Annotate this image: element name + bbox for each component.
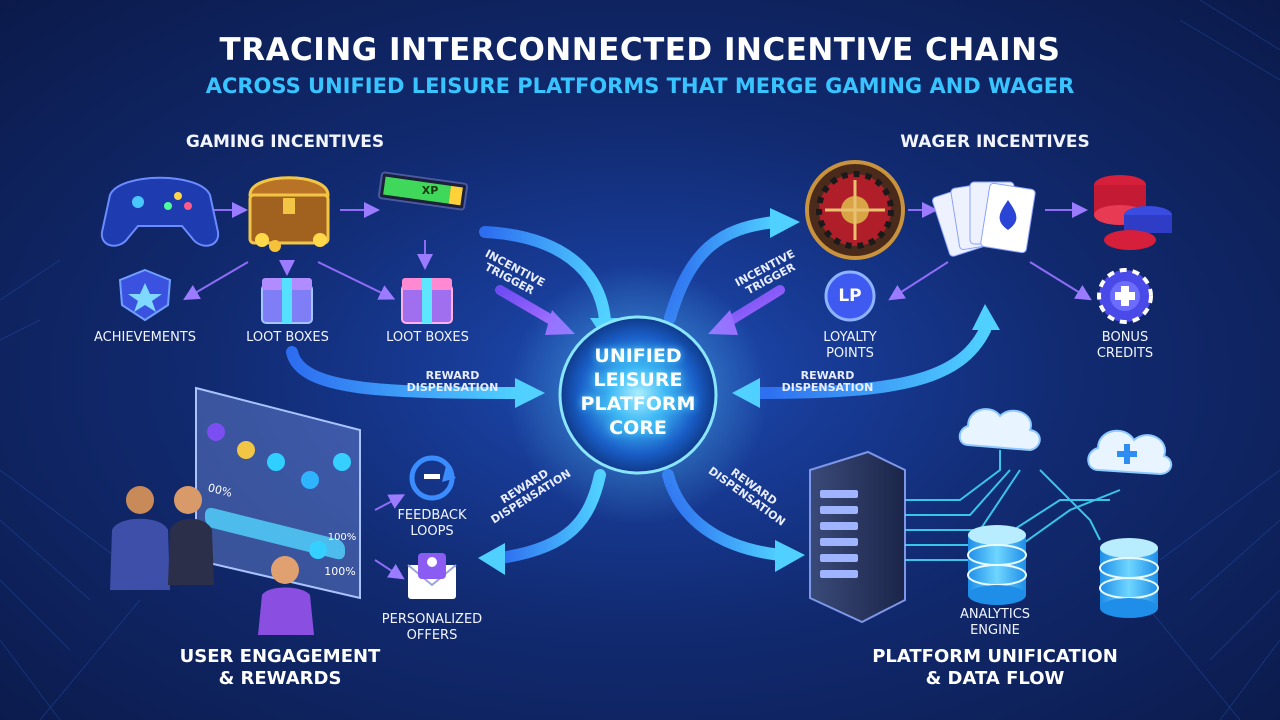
core-title: UNIFIED LEISURE PLATFORM CORE [568,344,708,440]
wager-incentives-heading: WAGER INCENTIVES [900,132,1090,152]
progress-label-2: 100% [327,532,357,543]
core-line-2: LEISURE [593,369,683,391]
engagement-heading-line-1: USER ENGAGEMENT [179,646,381,667]
database-left-icon [967,525,1027,605]
achievement-badge-icon [118,268,172,322]
personalized-offers-label: PERSONALIZED OFFERS [381,612,483,643]
engagement-dashboard-panel [195,386,361,600]
data-flow-lines [905,450,1121,561]
bonus-credits-label: BONUS CREDITS [1096,330,1154,361]
page-subtitle: ACROSS UNIFIED LEISURE PLATFORMS THAT ME… [205,74,1075,98]
treasure-chest-icon [248,176,330,252]
cloud-plus-icon [1087,429,1173,476]
loyalty-badge-text: LP [838,286,862,306]
cloud-icon-left [958,408,1041,452]
database-right-icon [1099,538,1159,618]
users-illustration [110,486,314,635]
circuit-grid-right [1149,0,1280,720]
engagement-heading: USER ENGAGEMENT & REWARDS [160,646,400,690]
circuit-grid-left [0,259,141,720]
server-rack-icon [809,450,906,624]
roulette-wheel-icon [805,160,905,260]
loyalty-points-label: LOYALTY POINTS [823,330,877,361]
bonus-credits-chip-icon [1097,268,1153,324]
reward-dispensation-right-label: REWARD DISPENSATION [781,369,874,394]
small-connectors [183,202,1092,580]
xp-bar-label: XP [421,184,439,197]
core-line-1: UNIFIED [594,345,682,367]
loot-box-right-icon [401,278,453,324]
xp-bar-icon [377,171,469,211]
platform-heading-line-2: & DATA FLOW [925,668,1065,689]
core-line-4: CORE [609,417,667,439]
reward-dispensation-left-label: REWARD DISPENSATION [406,369,499,394]
playing-cards-icon [932,181,1036,257]
gaming-incentives-heading: GAMING INCENTIVES [185,132,385,152]
achievements-label: ACHIEVEMENTS [93,330,197,345]
feedback-loops-label: FEEDBACK LOOPS [397,508,467,539]
analytics-engine-label: ANALYTICS ENGINE [959,607,1031,638]
core-orb [558,315,718,475]
engagement-heading-line-2: & REWARDS [218,668,342,689]
personalized-offers-icon [407,553,457,599]
loyalty-points-icon [824,270,876,322]
feedback-loops-icon [409,455,456,501]
progress-label-3: 100% [324,565,356,578]
loot-boxes-left-label: LOOT BOXES [246,330,329,345]
page-title: TRACING INTERCONNECTED INCENTIVE CHAINS [219,32,1061,68]
casino-chips-icon [1094,175,1172,250]
gamepad-icon [100,176,220,247]
core-line-3: PLATFORM [580,393,696,415]
loot-box-left-icon [261,278,313,324]
platform-heading-line-1: PLATFORM UNIFICATION [872,646,1118,667]
platform-heading: PLATFORM UNIFICATION & DATA FLOW [845,646,1145,690]
loot-boxes-right-label: LOOT BOXES [386,330,469,345]
